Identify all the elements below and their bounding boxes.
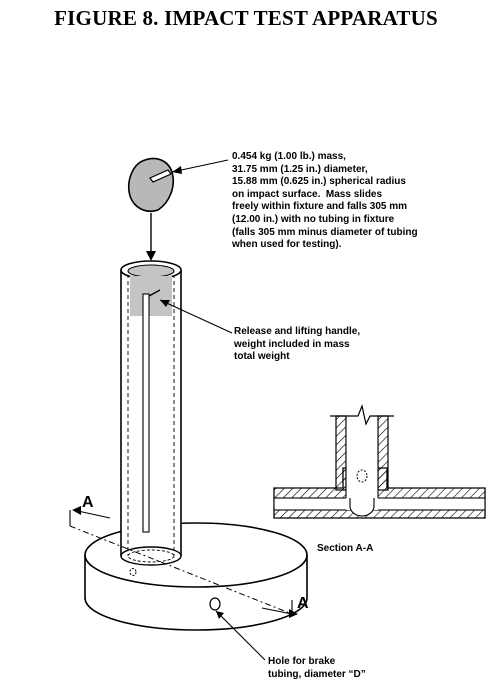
drop-mass — [128, 157, 174, 212]
mass-specification-note: 0.454 kg (1.00 lb.) mass, 31.75 mm (1.25… — [232, 151, 418, 251]
tube-fixture — [120, 260, 182, 566]
figure-title: FIGURE 8. IMPACT TEST APPARATUS — [54, 6, 438, 30]
hole-note: Hole for brake tubing, diameter “D” — [268, 656, 366, 680]
handle-leader — [159, 299, 233, 334]
base-disc — [84, 522, 308, 631]
hole-leader — [215, 610, 266, 661]
section-cut-line — [69, 506, 298, 618]
section-caption: Section A-A — [317, 543, 374, 554]
mass-leader — [171, 159, 229, 174]
section-marker-right: A — [297, 595, 309, 612]
handle-note: Release and lifting handle, weight inclu… — [234, 326, 361, 363]
section-view — [273, 403, 486, 519]
section-marker-left: A — [82, 494, 94, 511]
drop-arrow — [146, 213, 156, 261]
